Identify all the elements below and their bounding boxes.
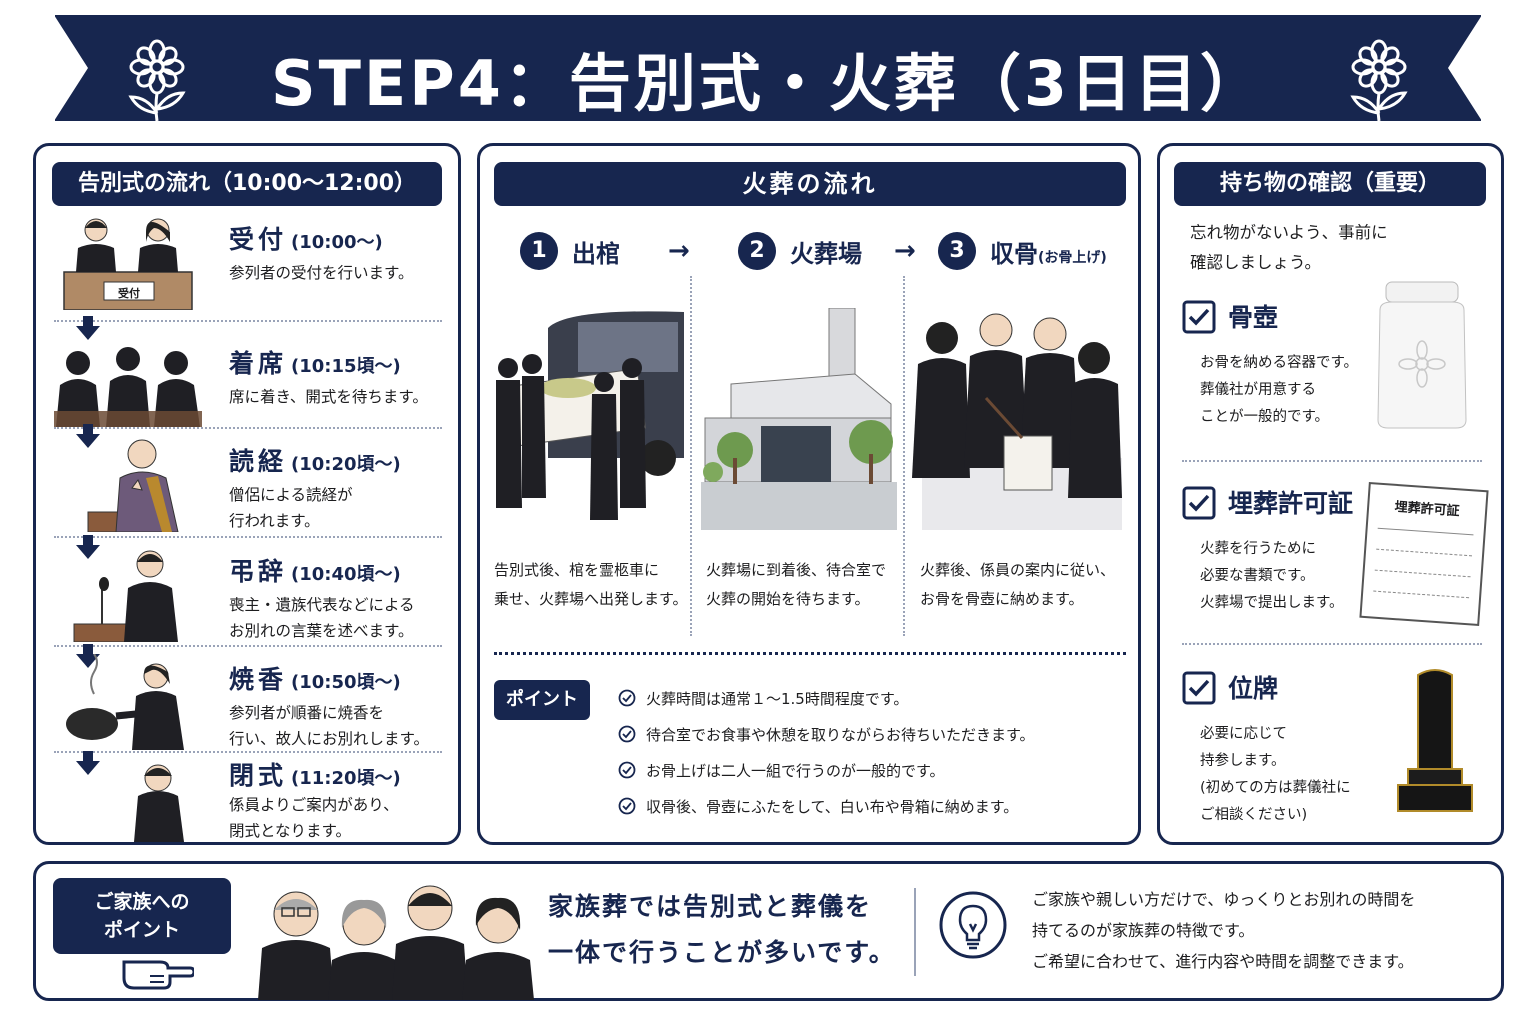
step-description: 火葬後、係員の案内に従い、お骨を骨壺に納めます。 [920,561,1116,608]
step-label: 収骨(お骨上げ) [990,239,1107,268]
family-main-message: 家族葬では告別式と葬儀を一体で行うことが多いです。 [548,892,896,967]
step-name: 着席(10:15頃〜) [229,349,401,378]
belongings-heading: 持ち物の確認（重要） [1174,162,1486,206]
flower-icon [1350,39,1408,122]
step-description: 参列者の受付を行います。 [229,264,414,282]
arrow-down-icon [76,751,100,775]
pointing-hand-icon [122,960,194,990]
point-badge: ポイント [494,680,590,720]
belonging-title: 骨壺 [1228,303,1279,332]
bone-collection-illustration [912,308,1122,530]
family-detail-text: ご家族や親しい方だけで、ゆっくりとお別れの時間を持てるのが家族葬の特徴です。ご希… [1032,890,1416,971]
divider [54,320,442,322]
flower-icon [128,39,186,122]
check-circle-icon [618,761,636,779]
belonging-title: 位牌 [1228,674,1279,703]
step-description: 席に着き、開式を待ちます。 [229,388,428,406]
check-circle-icon [618,725,636,743]
checkbox-icon [1182,671,1216,705]
step-name: 弔辞(10:40頃〜) [229,557,401,586]
step-description: 火葬場に到着後、待合室で火葬の開始を待ちます。 [706,561,887,608]
cremation-flow-panel: 火葬の流れ 1 出棺 → 2 火葬場 → 3 収骨(お骨上げ) [477,143,1141,845]
urn-illustration [1377,281,1467,429]
arrow-down-icon [76,424,100,448]
checkbox-icon [1182,300,1216,334]
divider [690,276,692,636]
cremation-step-3: 3 収骨(お骨上げ) [938,232,1107,270]
title-banner: STEP4：告別式・火葬（3日目） [54,15,1482,122]
checkbox-icon [1182,486,1216,520]
divider [903,276,905,636]
step-name: 受付(10:00〜) [229,225,383,254]
step-number: 1 [520,232,558,270]
list-item: お骨上げは二人一組で行うのが一般的です。 [618,752,1118,788]
divider [494,652,1126,655]
burial-permit-document: 埋葬許可証 [1359,481,1489,627]
belonging-title: 埋葬許可証 [1228,489,1354,518]
belonging-description: お骨を納める容器です。葬儀社が用意することが一般的です。 [1200,355,1359,425]
monk-illustration [87,439,179,532]
bowing-person-illustration [134,764,184,842]
list-item: 火葬時間は通常１〜1.5時間程度です。 [618,680,1118,716]
point-list: 火葬時間は通常１〜1.5時間程度です。 待合室でお食事や休憩を取りながらお待ちい… [618,680,1118,824]
cremation-step-1: 1 出棺 [520,232,620,270]
page-title: STEP4：告別式・火葬（3日目） [270,47,1266,120]
arrow-right-icon: → [668,236,690,266]
step-number: 3 [938,232,976,270]
check-circle-icon [618,689,636,707]
step-description: 参列者が順番に焼香を行い、故人にお別れします。 [229,704,429,748]
list-item: 収骨後、骨壺にふたをして、白い布や骨箱に納めます。 [618,788,1118,824]
arrow-down-icon [76,316,100,340]
family-point-panel: ご家族へのポイント 家族葬では告別式と葬儀を一体で行うことが多いです。 ご家族や… [33,861,1504,1001]
family-illustration [258,885,534,1000]
arrow-down-icon [76,535,100,559]
step-name: 閉式(11:20頃〜) [229,761,401,790]
step-description: 僧侶による読経が行われます。 [229,486,353,530]
family-point-badge: ご家族へのポイント [53,878,231,954]
ceremony-flow-heading: 告別式の流れ（10:00〜12:00） [52,162,442,206]
cremation-flow-heading: 火葬の流れ [494,162,1126,206]
hearse-coffin-illustration [496,311,684,520]
step-label: 出棺 [572,239,620,268]
incense-offering-illustration [66,654,184,750]
ceremony-flow-panel: 告別式の流れ（10:00〜12:00） 受付 受付(10:00〜) 参列者の受付… [33,143,461,845]
divider [54,751,442,753]
step-label: 火葬場 [790,239,862,268]
eulogy-speaker-illustration [73,550,178,642]
divider [914,888,916,976]
arrow-right-icon: → [894,236,916,266]
divider [54,427,442,429]
divider [54,536,442,538]
seated-mourners-illustration [54,347,202,427]
step-number: 2 [738,232,776,270]
reception-sign: 受付 [118,287,140,300]
belonging-description: 火葬を行うために必要な書類です。火葬場で提出します。 [1200,541,1344,611]
memorial-tablet-illustration [1397,669,1473,812]
cremation-step-2: 2 火葬場 [738,232,862,270]
belongings-panel: 持ち物の確認（重要） 忘れ物がないよう、事前に確認しましょう。 骨壺 お骨を納め… [1157,143,1504,845]
step-description: 告別式後、棺を霊柩車に乗せ、火葬場へ出発します。 [494,561,688,608]
list-item: 待合室でお食事や休憩を取りながらお待ちいただきます。 [618,716,1118,752]
check-circle-icon [618,797,636,815]
belonging-description: 必要に応じて持参します。(初めての方は葬儀社にご相談ください) [1200,726,1351,823]
reception-desk-illustration [63,218,193,310]
arrow-down-icon [76,644,100,668]
belongings-intro: 忘れ物がないよう、事前に確認しましょう。 [1190,223,1388,272]
step-name: 読経(10:20頃〜) [229,447,401,476]
divider [54,645,442,647]
divider [1182,460,1482,462]
divider [1182,643,1482,645]
document-label: 埋葬許可証 [1394,499,1461,520]
step-name: 焼香(10:50頃〜) [229,665,401,694]
crematorium-building-illustration [701,308,897,530]
step-description: 喪主・遺族代表などによるお別れの言葉を述べます。 [229,596,415,640]
step-description: 係員よりご案内があり、閉式となります。 [229,796,399,840]
lightbulb-icon [939,891,1007,959]
